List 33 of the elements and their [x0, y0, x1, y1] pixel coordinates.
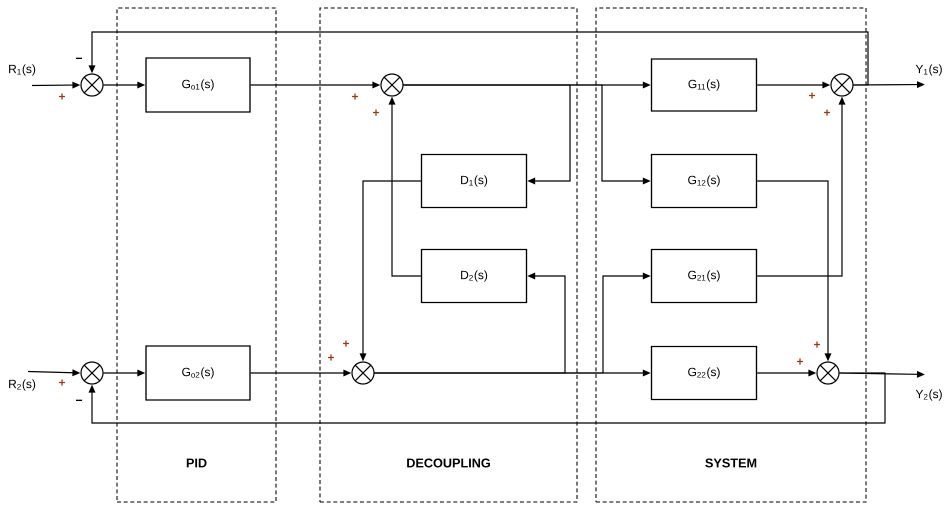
sign-label: + — [352, 93, 358, 100]
signal-label: Y$_{1}$(s) — [916, 64, 942, 76]
arrow — [88, 31, 869, 86]
sign-label: + — [824, 109, 830, 116]
sign-label: + — [343, 340, 350, 347]
block-box: G$_{12}$(s) — [650, 154, 758, 208]
sign-label: + — [814, 341, 820, 348]
sign-label: − — [76, 58, 82, 59]
block-box: G$_{21}$(s) — [650, 248, 758, 304]
sign-label: + — [797, 358, 804, 365]
sign-label: + — [59, 93, 66, 100]
summing-junction — [830, 73, 854, 97]
summing-junction — [80, 73, 104, 97]
block-box: D$_{2}$(s) — [420, 248, 528, 304]
arrow — [88, 372, 886, 424]
signal-label: Y$_{2}$(s) — [916, 389, 942, 401]
arrow — [404, 84, 571, 184]
summing-junction — [380, 73, 404, 97]
summing-junction — [816, 361, 840, 385]
summing-junction — [351, 361, 375, 385]
summing-junction — [80, 361, 104, 385]
block-box: G$_{o2}$(s) — [145, 345, 251, 401]
block-box: G$_{22}$(s) — [650, 346, 758, 400]
sign-label: − — [76, 400, 82, 401]
sign-label: + — [59, 379, 66, 386]
block-box: G$_{11}$(s) — [650, 58, 758, 112]
sign-label: + — [328, 354, 334, 361]
sign-label: + — [809, 92, 816, 99]
signal-label: R$_{1}$(s) — [9, 64, 36, 76]
block-box: G$_{o1}$(s) — [145, 57, 251, 113]
sign-label: + — [373, 109, 380, 116]
block-box: D$_{1}$(s) — [420, 154, 528, 208]
signal-label: R$_{2}$(s) — [9, 379, 36, 391]
